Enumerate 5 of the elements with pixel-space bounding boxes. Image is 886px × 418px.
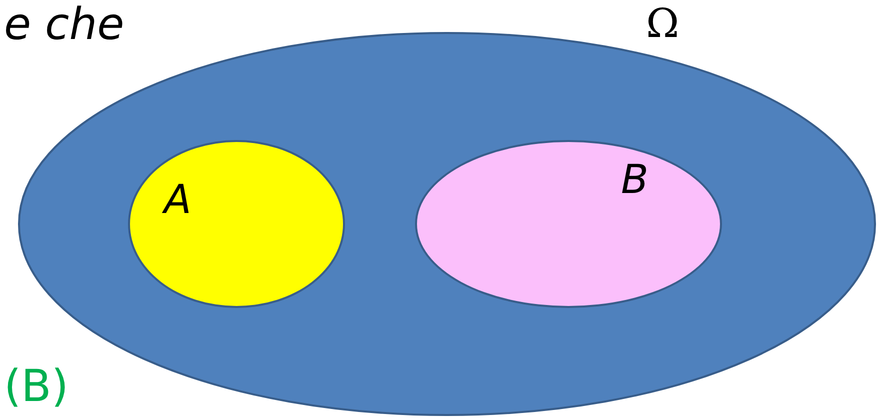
formula-text: (B)	[4, 360, 69, 414]
set-label: B	[621, 158, 648, 202]
caption-text: e che	[4, 0, 124, 52]
set-label: A	[164, 178, 192, 222]
set-label: Ω	[646, 2, 680, 46]
